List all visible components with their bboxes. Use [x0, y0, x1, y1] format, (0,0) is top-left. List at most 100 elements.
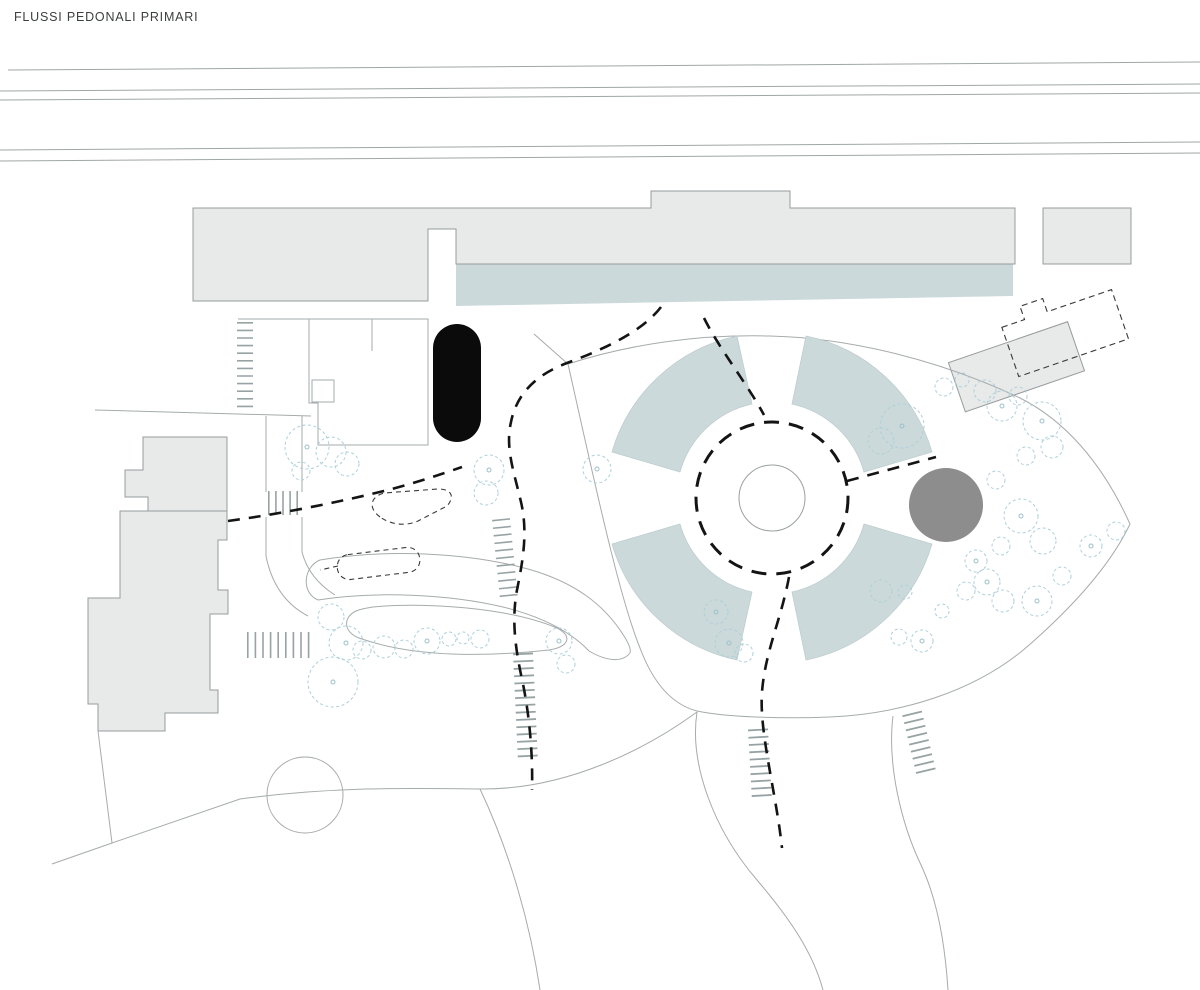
central-plaza	[694, 420, 850, 576]
planned-building-dashed	[1001, 288, 1130, 378]
tree	[954, 372, 970, 388]
flow-plaza-to-gray-pavilion	[846, 455, 937, 483]
plaza-quadrant-top-left	[611, 335, 753, 473]
tree	[879, 403, 925, 449]
tree	[317, 603, 345, 631]
tree	[890, 628, 908, 646]
plaza-quadrant-bottom-right	[791, 523, 933, 661]
courtyard-small-room	[311, 379, 335, 403]
tree	[556, 654, 576, 674]
tree	[1022, 401, 1062, 441]
gray-pavilion-circle	[909, 468, 983, 542]
black-pavilion	[433, 324, 481, 442]
tree	[897, 584, 913, 600]
tree	[991, 536, 1011, 556]
railway-lines	[0, 61, 1200, 162]
annex-building	[1042, 207, 1132, 265]
tree	[934, 603, 950, 619]
plaza-dashed-ring	[694, 420, 850, 576]
road-top-left	[94, 409, 312, 417]
tree	[1106, 521, 1126, 541]
tree-trunk-dots	[304, 403, 1094, 685]
pedestrian-flows	[227, 306, 937, 849]
buildings	[87, 190, 1132, 732]
dashed-canopy-tail	[319, 565, 339, 571]
tree	[973, 379, 997, 403]
page-title: FLUSSI PEDONALI PRIMARI	[14, 10, 199, 24]
main-building	[192, 190, 1016, 302]
road-southeast-left-edge	[695, 711, 824, 990]
tree	[441, 631, 457, 647]
tree	[582, 454, 612, 484]
tree	[991, 589, 1015, 613]
courtyard-building-outline	[238, 318, 429, 446]
tree	[315, 436, 347, 468]
railway-line	[0, 152, 1200, 162]
tree	[1016, 446, 1036, 466]
stairs-hatch	[748, 728, 772, 802]
tree	[334, 451, 360, 477]
tree	[1040, 435, 1064, 459]
tree	[734, 643, 754, 663]
trees	[284, 372, 1126, 708]
tree	[1052, 566, 1072, 586]
flow-west-east	[227, 465, 463, 523]
flow-plaza-south	[760, 576, 791, 849]
tree	[703, 599, 729, 625]
plaza-paving-quadrants	[611, 335, 933, 661]
tree	[714, 628, 744, 658]
road-southwest-corner	[51, 842, 113, 865]
teal-paving-band	[456, 264, 1013, 306]
planned-building-solid	[947, 321, 1086, 413]
stairs-hatch	[492, 518, 518, 600]
tree	[934, 377, 954, 397]
tree	[473, 454, 505, 486]
garden-curve-lower	[317, 594, 590, 652]
tree	[973, 568, 1001, 596]
tree	[910, 629, 934, 653]
railway-line	[7, 61, 1200, 71]
stairs-hatch	[902, 710, 937, 779]
road-south-branch	[479, 788, 541, 990]
paths-and-roads	[51, 318, 1131, 990]
tree	[867, 427, 895, 455]
left-building-upper	[124, 436, 228, 512]
tree	[545, 627, 573, 655]
tree	[986, 390, 1018, 422]
road-left-vertical	[265, 416, 303, 556]
tree	[284, 424, 330, 470]
tree	[1003, 498, 1039, 534]
planned-buildings	[947, 288, 1130, 413]
tree	[986, 470, 1006, 490]
plaza-quadrant-top-right	[791, 335, 933, 473]
stairs-and-crosswalks	[237, 322, 937, 802]
tree	[352, 640, 372, 660]
tree	[456, 631, 470, 645]
road-into-garden	[265, 551, 336, 617]
railway-line	[0, 92, 1200, 101]
road-southeast-right-edge	[891, 715, 949, 990]
tree	[307, 656, 359, 708]
tree	[1079, 534, 1103, 558]
garden-curve-upper	[319, 553, 631, 654]
garden-curve-cap	[305, 559, 321, 601]
left-building-lower	[87, 510, 229, 732]
railway-line	[0, 83, 1200, 92]
plaza-quadrant-bottom-left	[611, 523, 753, 661]
tree	[413, 627, 441, 655]
tree	[470, 629, 490, 649]
tree	[394, 639, 414, 659]
tree	[1008, 386, 1028, 406]
pond-circle	[266, 756, 344, 834]
tree	[1021, 585, 1053, 617]
railway-line	[0, 141, 1200, 151]
garden-curve-tip	[588, 650, 631, 660]
tree	[328, 625, 364, 661]
flow-north-south	[507, 306, 663, 791]
tree	[964, 549, 988, 573]
road-southwest	[97, 711, 698, 844]
tree	[291, 461, 311, 481]
tree	[473, 480, 499, 506]
